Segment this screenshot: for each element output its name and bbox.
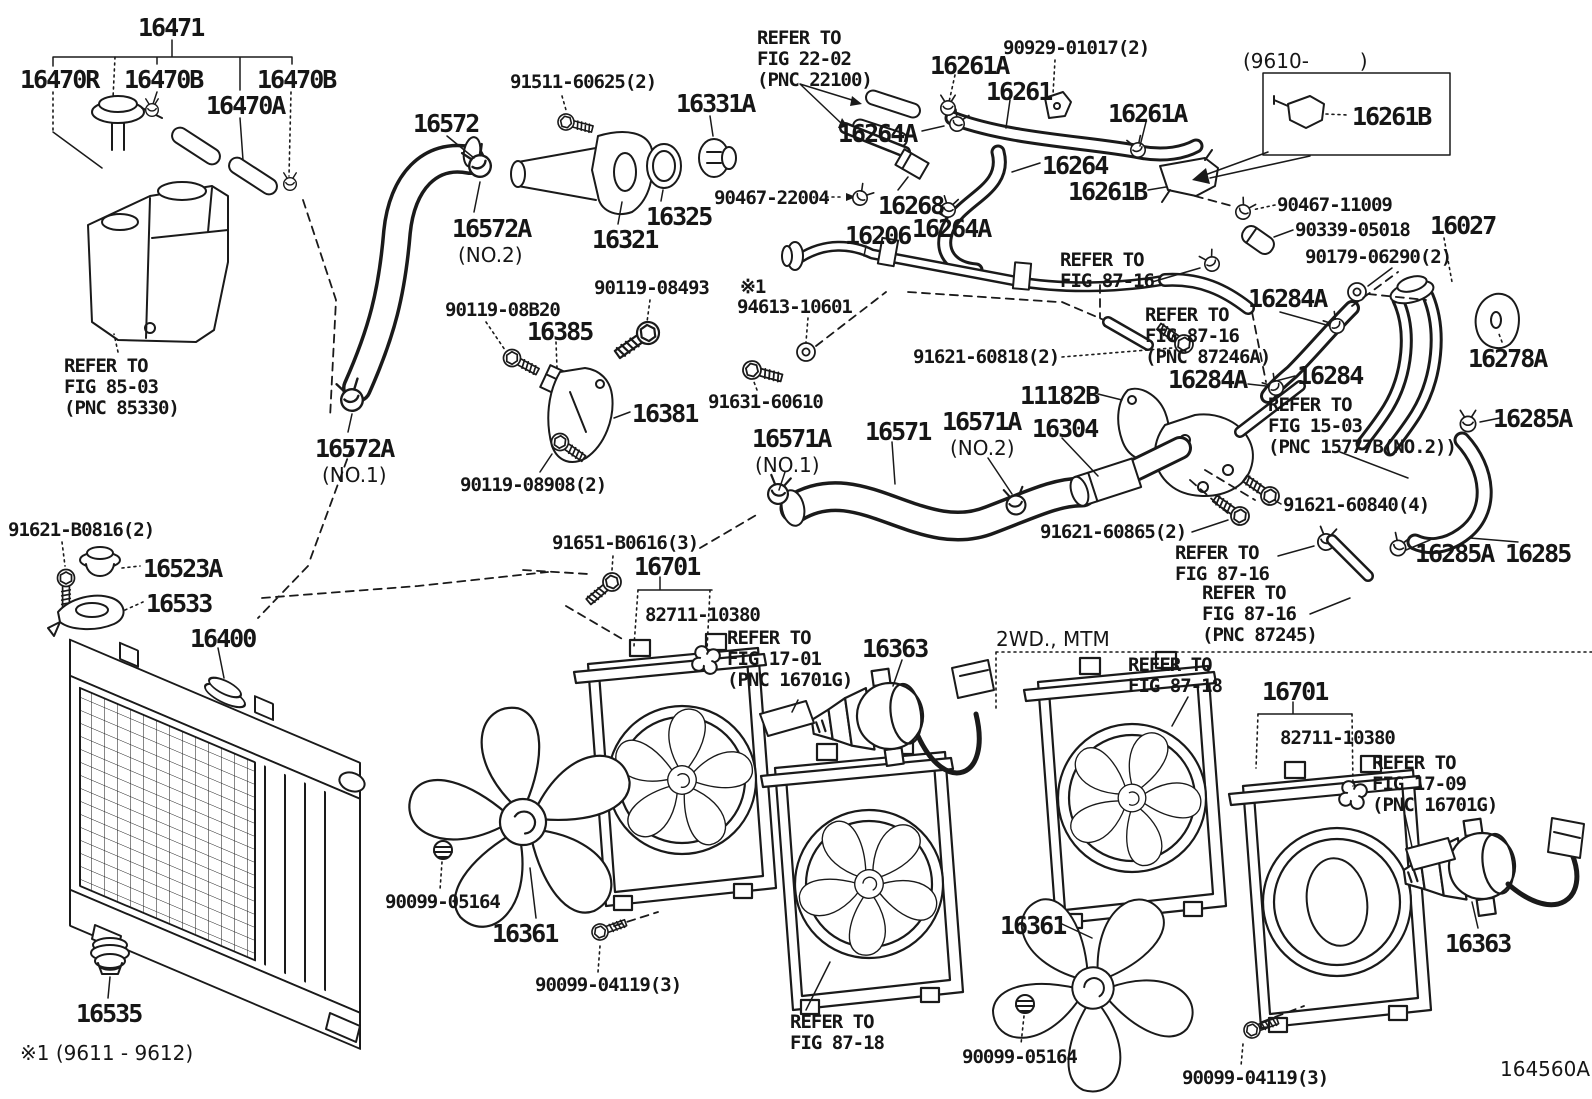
part-label-91621-60865: 91621-60865(2) <box>1040 521 1187 543</box>
part-label-90339-05018: 90339-05018 <box>1295 219 1411 241</box>
part-label-16572a-no2: 16572A <box>452 214 532 243</box>
part-label-16571: 16571 <box>865 417 932 446</box>
part-label-90099-04119-2: 90099-04119(3) <box>1182 1067 1329 1089</box>
part-label-91511-60625: 91511-60625(2) <box>510 71 657 93</box>
ref-fig-87-16-a: REFER TO FIG 87-16 <box>1060 249 1155 292</box>
part-label-16285: 16285 <box>1505 539 1572 568</box>
part-label-16268: 16268 <box>878 191 945 220</box>
part-label-16261b-1: 16261B <box>1068 177 1148 206</box>
part-label-16264a-2: 16264A <box>912 214 992 243</box>
part-label-82711-10380-2: 82711-10380 <box>1280 727 1396 749</box>
part-label-16331a: 16331A <box>676 89 756 118</box>
part-label-90467-22004: 90467-22004 <box>714 187 830 209</box>
part-label-16261a-2: 16261A <box>1108 99 1188 128</box>
part-label-90119-08908: 90119-08908(2) <box>460 474 607 496</box>
part-label-16471: 16471 <box>138 13 205 42</box>
ref-fig-87-16-c: REFER TO FIG 87-16 <box>1175 542 1270 585</box>
ref-fig-85-03: REFER TO FIG 85-03 (PNC 85330) <box>64 355 180 419</box>
part-label-16470r: 16470R <box>20 65 100 94</box>
part-label-16470b-1: 16470B <box>124 65 204 94</box>
part-label-91651-b0616: 91651-B0616(3) <box>552 532 699 554</box>
part-label-16385: 16385 <box>527 317 594 346</box>
ref-fig-87-16-d: REFER TO FIG 87-16 (PNC 87245) <box>1202 582 1318 646</box>
part-label-16572a-no1-sub: (NO.1) <box>322 463 387 487</box>
part-label-11182b: 11182B <box>1020 381 1100 410</box>
part-label-16572a-no1: 16572A <box>315 434 395 463</box>
part-label-16261: 16261 <box>986 77 1053 106</box>
drawing-code: 164560A <box>1500 1057 1591 1081</box>
part-label-16363-1: 16363 <box>862 634 929 663</box>
part-label-16321: 16321 <box>592 225 659 254</box>
part-label-16470b-2: 16470B <box>257 65 337 94</box>
part-label-16533: 16533 <box>146 589 213 618</box>
ref-fig-17-01: REFER TO FIG 17-01 (PNC 16701G) <box>727 627 853 691</box>
part-label-16361-2: 16361 <box>1000 911 1067 940</box>
part-label-16571a-no2-sub: (NO.2) <box>950 436 1015 460</box>
part-label-94613-10601: 94613-10601 <box>737 296 853 318</box>
part-label-91621-b0816: 91621-B0816(2) <box>8 519 155 541</box>
footnote-mark-1: ※1 <box>740 276 766 298</box>
part-label-16284a-1: 16284A <box>1248 284 1328 313</box>
part-label-90099-05164-2: 90099-05164 <box>962 1046 1078 1068</box>
ref-fig-87-16-b: REFER TO FIG 87-16 (PNC 87246A) <box>1145 304 1271 368</box>
part-label-90929-01017: 90929-01017(2) <box>1003 37 1150 59</box>
part-label-16264a-1: 16264A <box>838 119 918 148</box>
part-label-16361-1: 16361 <box>492 919 559 948</box>
part-label-16470a: 16470A <box>206 91 286 120</box>
part-label-16304: 16304 <box>1032 414 1099 443</box>
part-label-16572: 16572 <box>413 109 480 138</box>
part-label-91621-60840: 91621-60840(4) <box>1283 494 1430 516</box>
part-label-16261b-2: 16261B <box>1352 102 1432 131</box>
part-label-16278a: 16278A <box>1468 344 1548 373</box>
part-label-82711-10380-1: 82711-10380 <box>645 604 761 626</box>
ref-fig-15-03: REFER TO FIG 15-03 (PNC 15777B(NO.2)) <box>1268 394 1457 458</box>
part-label-90179-06290: 90179-06290(2) <box>1305 246 1452 268</box>
part-label-16284: 16284 <box>1297 361 1364 390</box>
part-label-16701-1: 16701 <box>634 552 701 581</box>
part-label-16285a-2: 16285A <box>1415 539 1495 568</box>
ref-fig-87-18-a: REFER TO FIG 87-18 <box>790 1011 885 1054</box>
part-label-16571a-no1-sub: (NO.1) <box>755 453 820 477</box>
part-label-16363-2: 16363 <box>1445 929 1512 958</box>
ref-fig-87-18-b: REFER TO FIG 87-18 <box>1128 654 1223 697</box>
part-label-16206: 16206 <box>845 221 912 250</box>
inset-date-range: (9610- ) <box>1243 49 1368 73</box>
part-label-16571a-no1: 16571A <box>752 424 832 453</box>
part-label-16400: 16400 <box>190 624 257 653</box>
part-label-16285a-1: 16285A <box>1493 404 1573 433</box>
part-label-90099-04119-1: 90099-04119(3) <box>535 974 682 996</box>
footnote: ※1 (9611 - 9612) <box>20 1041 194 1065</box>
part-label-16572a-no2-sub: (NO.2) <box>458 243 523 267</box>
ref-fig-22-02: REFER TO FIG 22-02 (PNC 22100) <box>757 27 873 91</box>
part-label-16701-2: 16701 <box>1262 677 1329 706</box>
part-label-16261a-1: 16261A <box>930 51 1010 80</box>
variant-note: 2WD., MTM <box>996 627 1110 651</box>
part-label-90119-08493: 90119-08493 <box>594 277 710 299</box>
part-label-16325: 16325 <box>646 202 713 231</box>
part-label-16523a: 16523A <box>143 554 223 583</box>
part-label-91621-60818: 91621-60818(2) <box>913 346 1060 368</box>
part-label-16571a-no2: 16571A <box>942 407 1022 436</box>
part-label-91631-60610: 91631-60610 <box>708 391 824 413</box>
part-label-16284a-2: 16284A <box>1168 365 1248 394</box>
part-label-16264: 16264 <box>1042 151 1109 180</box>
part-label-16027: 16027 <box>1430 211 1497 240</box>
ref-fig-17-09: REFER TO FIG 17-09 (PNC 16701G) <box>1372 752 1498 816</box>
part-label-16381: 16381 <box>632 399 699 428</box>
part-label-90099-05164-1: 90099-05164 <box>385 891 501 913</box>
part-label-16535: 16535 <box>76 999 143 1028</box>
part-label-90119-08b20: 90119-08B20 <box>445 299 561 321</box>
part-label-90467-11009: 90467-11009 <box>1277 194 1393 216</box>
